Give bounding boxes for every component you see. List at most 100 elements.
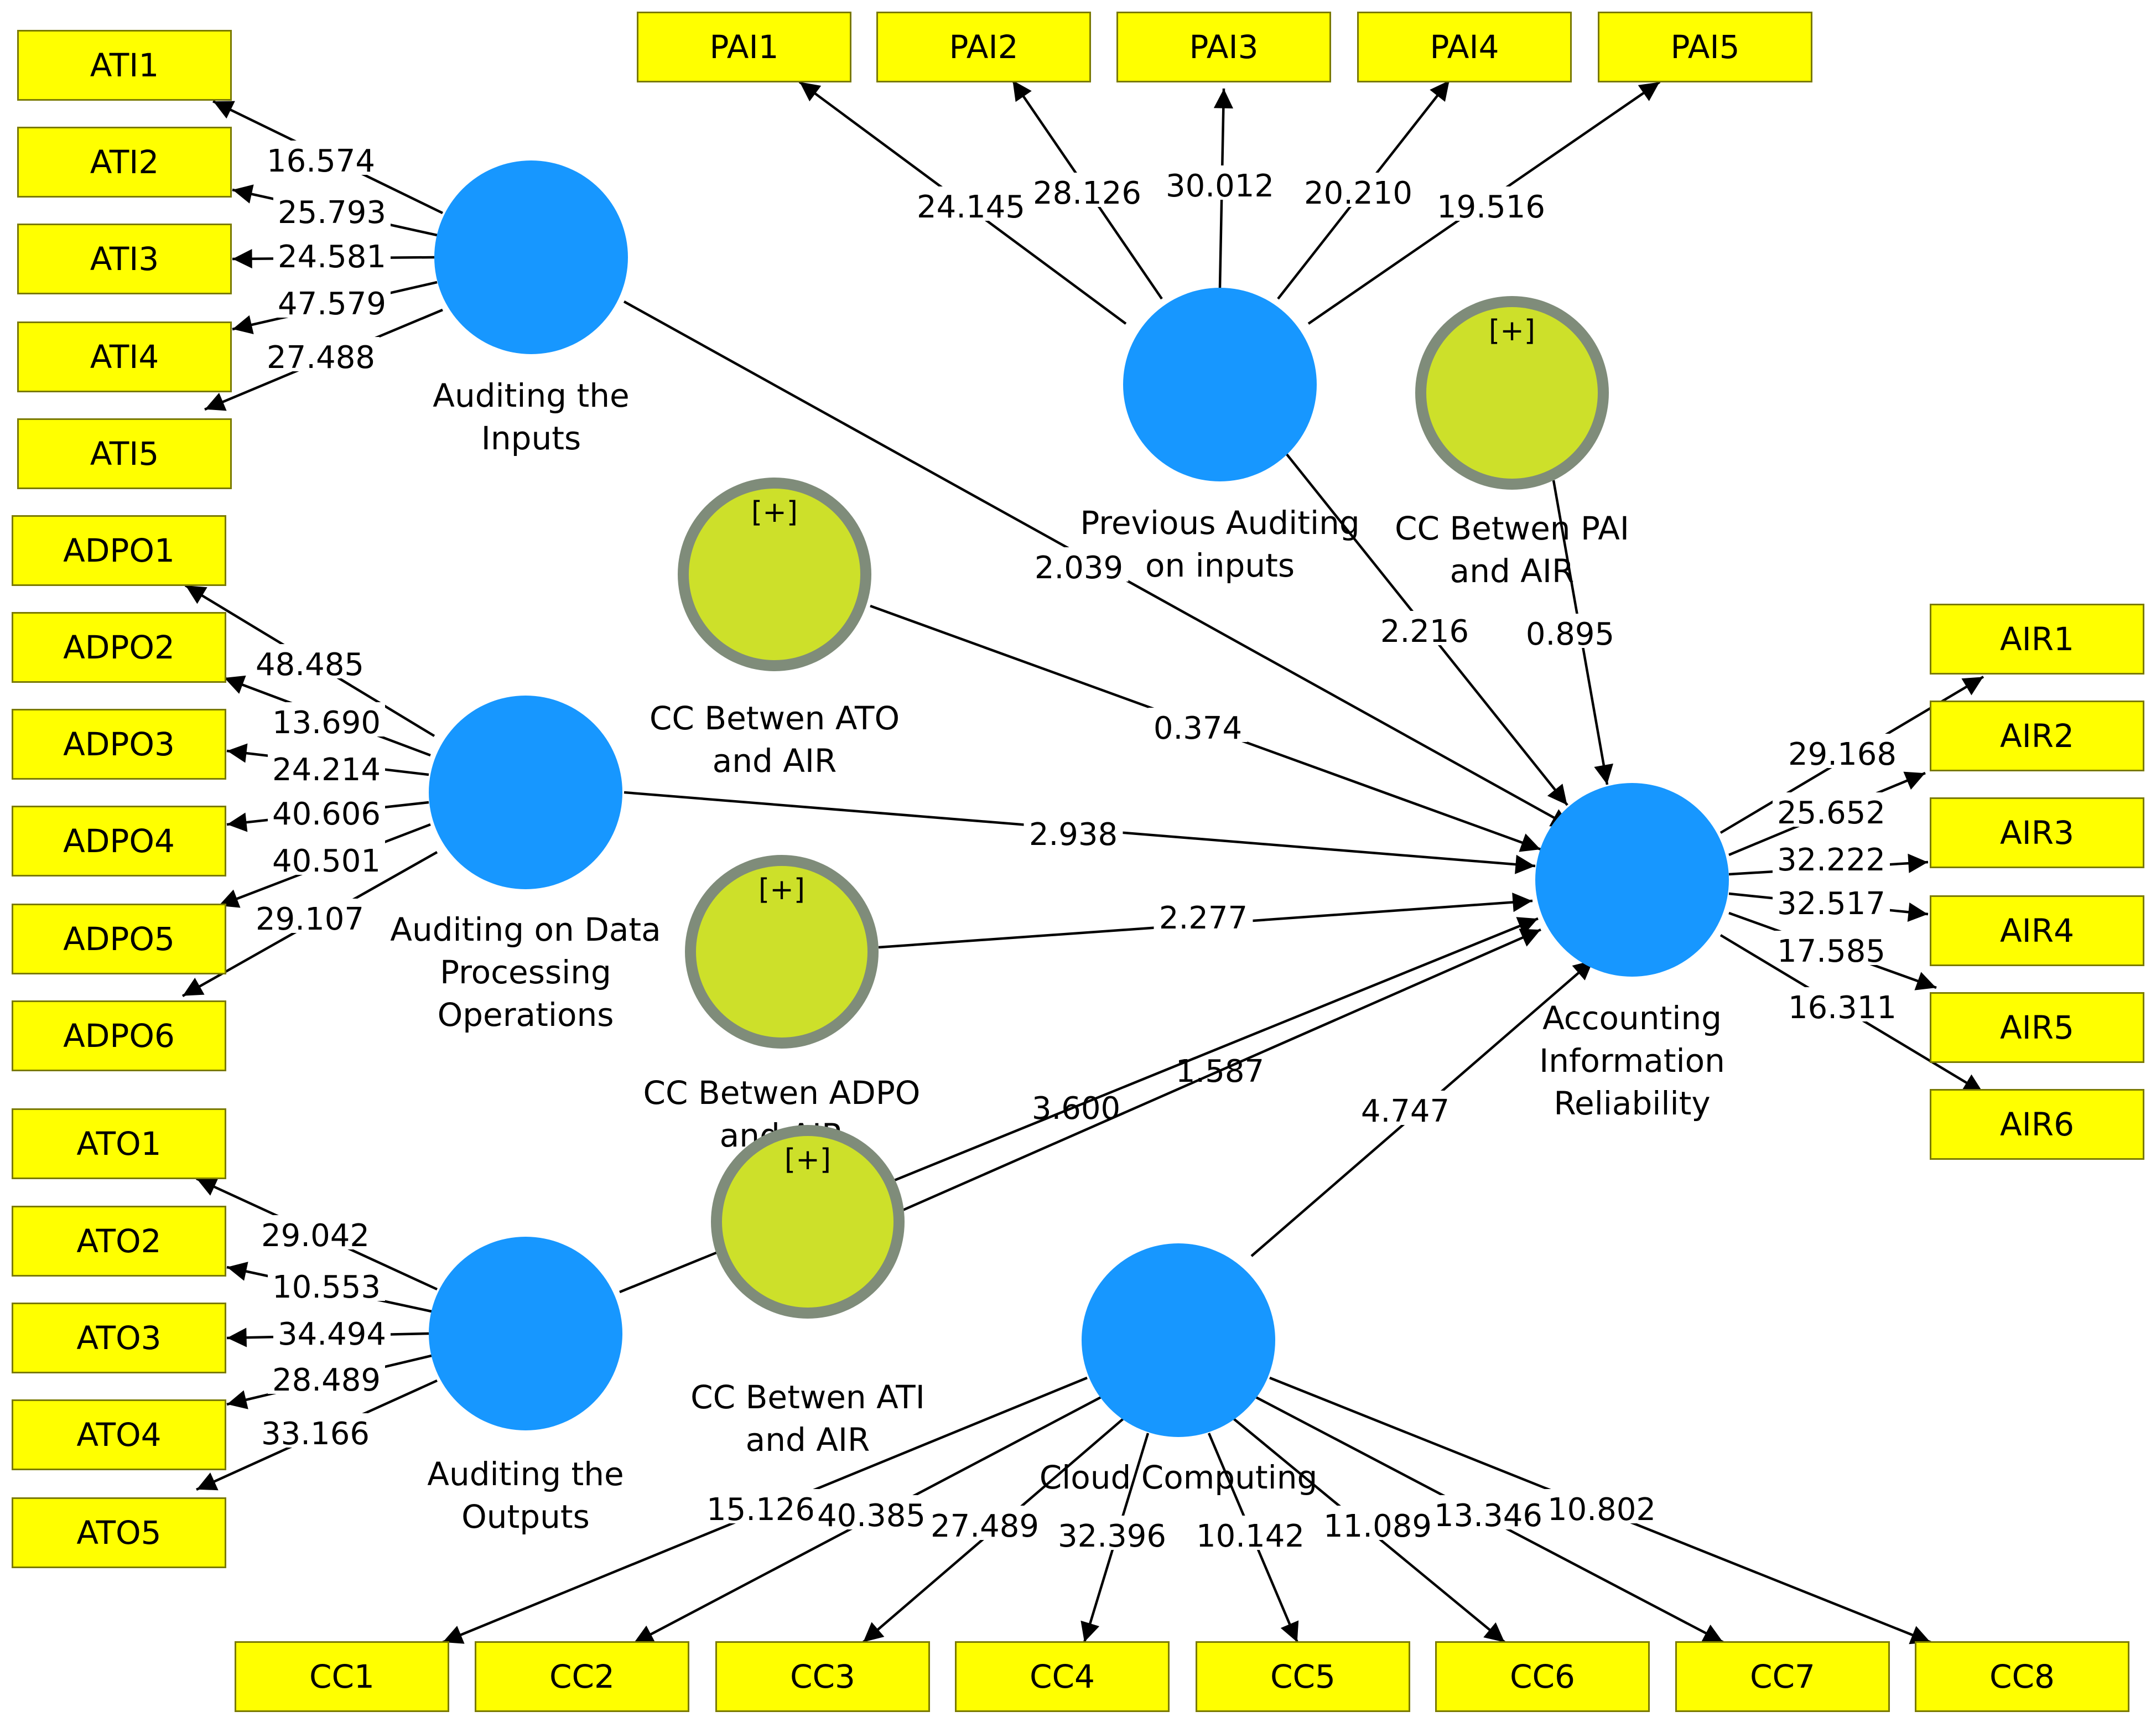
indicator-ati2[interactable]: ATI2	[17, 127, 232, 198]
indicator-air1[interactable]: AIR1	[1930, 604, 2144, 675]
indicator-box	[17, 321, 232, 392]
loading-value-adpo5-halo	[268, 841, 385, 875]
indicator-ato4[interactable]: ATO4	[12, 1399, 226, 1470]
indicator-ati1[interactable]: ATI1	[17, 30, 232, 101]
construct-ccadpo[interactable]: [+]CC Betwen ADPOand AIR	[643, 855, 921, 1154]
indicator-cc5[interactable]: CC5	[1196, 1641, 1410, 1712]
moderator-circle	[689, 489, 860, 660]
loading-value-cc5-halo	[1192, 1516, 1309, 1550]
indicator-air6[interactable]: AIR6	[1930, 1089, 2144, 1160]
expand-badge[interactable]: [+]	[785, 1143, 831, 1176]
indicator-cc6[interactable]: CC6	[1435, 1641, 1650, 1712]
indicator-ati4[interactable]: ATI4	[17, 321, 232, 392]
indicator-cc8[interactable]: CC8	[1915, 1641, 2129, 1712]
indicator-adpo5[interactable]: ADPO5	[12, 904, 226, 974]
indicator-ato2[interactable]: ATO2	[12, 1206, 226, 1277]
loading-value-cc4-halo	[1053, 1516, 1171, 1550]
indicator-adpo4[interactable]: ADPO4	[12, 806, 226, 876]
indicator-air5[interactable]: AIR5	[1930, 992, 2144, 1063]
path-coefficient-adpo-halo	[1024, 814, 1123, 848]
loading-value-cc2: 40.385	[817, 1498, 926, 1534]
loading-value-pai4: 20.210	[1304, 175, 1412, 211]
indicator-label: PAI1	[710, 28, 779, 66]
indicator-box	[12, 1303, 226, 1373]
expand-badge[interactable]: [+]	[751, 496, 798, 529]
indicator-ato5[interactable]: ATO5	[12, 1497, 226, 1568]
indicator-adpo1[interactable]: ADPO1	[12, 515, 226, 586]
loading-value-cc7-halo	[1430, 1495, 1547, 1529]
indicator-pai1[interactable]: PAI1	[637, 12, 851, 82]
loading-value-air6: 16.311	[1788, 990, 1897, 1026]
indicator-label: ADPO2	[63, 629, 175, 666]
indicator-label: CC5	[1270, 1658, 1336, 1695]
construct-label-line: Processing	[440, 953, 611, 991]
indicator-box	[1930, 604, 2144, 675]
construct-cc[interactable]: Cloud Computing	[1040, 1243, 1318, 1496]
indicator-label: PAI4	[1430, 28, 1499, 66]
expand-badge[interactable]: [+]	[759, 873, 805, 906]
loading-value-ati4: 47.579	[278, 286, 386, 322]
loading-value-ati1-halo	[262, 141, 380, 175]
indicator-cc7[interactable]: CC7	[1675, 1641, 1890, 1712]
indicator-air3[interactable]: AIR3	[1930, 797, 2144, 868]
path-coefficient-cc: 4.747	[1361, 1093, 1450, 1129]
loading-value-air5: 17.585	[1777, 933, 1885, 969]
indicator-box	[235, 1641, 449, 1712]
indicator-pai3[interactable]: PAI3	[1116, 12, 1331, 82]
indicator-label: AIR5	[2000, 1009, 2074, 1046]
indicator-ati3[interactable]: ATI3	[17, 224, 232, 294]
moderator-circle	[1426, 307, 1598, 479]
expand-badge[interactable]: [+]	[1489, 314, 1535, 347]
indicator-ato3[interactable]: ATO3	[12, 1303, 226, 1373]
construct-label-line: Auditing the	[433, 377, 629, 414]
indicator-box	[1930, 701, 2144, 771]
indicator-cc2[interactable]: CC2	[475, 1641, 689, 1712]
indicator-box	[12, 904, 226, 974]
indicator-box	[1598, 12, 1812, 82]
indicator-adpo2[interactable]: ADPO2	[12, 612, 226, 683]
indicator-box	[955, 1641, 1170, 1712]
indicator-ati5[interactable]: ATI5	[17, 418, 232, 489]
construct-label-line: Information	[1539, 1042, 1725, 1080]
indicator-box	[1675, 1641, 1890, 1712]
indicator-label: PAI3	[1189, 28, 1259, 66]
indicator-cc4[interactable]: CC4	[955, 1641, 1170, 1712]
loading-value-adpo1: 48.485	[256, 647, 364, 683]
indicator-pai2[interactable]: PAI2	[876, 12, 1091, 82]
indicator-adpo6[interactable]: ADPO6	[12, 1000, 226, 1071]
indicator-label: ATI3	[90, 240, 159, 278]
indicator-label: CC7	[1750, 1658, 1815, 1695]
indicator-box	[17, 224, 232, 294]
indicator-label: AIR2	[2000, 717, 2074, 755]
indicator-cc1[interactable]: CC1	[235, 1641, 449, 1712]
construct-label-line: Auditing the	[427, 1455, 624, 1493]
indicator-adpo3[interactable]: ADPO3	[12, 709, 226, 780]
loading-value-pai1-halo	[912, 186, 1030, 221]
loading-value-pai5-halo	[1432, 186, 1550, 221]
indicator-ato1[interactable]: ATO1	[12, 1108, 226, 1179]
indicator-label: ATI4	[90, 338, 159, 376]
indicator-air2[interactable]: AIR2	[1930, 701, 2144, 771]
indicator-air4[interactable]: AIR4	[1930, 895, 2144, 966]
indicator-pai5[interactable]: PAI5	[1598, 12, 1812, 82]
indicator-label: AIR1	[2000, 620, 2074, 658]
construct-label-line: Outputs	[461, 1498, 590, 1536]
path-coefficient-ccadpo: 2.277	[1159, 900, 1248, 936]
loading-value-pai3: 30.012	[1166, 168, 1274, 204]
indicator-label: ADPO1	[63, 532, 175, 569]
indicator-label: CC6	[1510, 1658, 1575, 1695]
indicator-box	[17, 30, 232, 101]
indicator-cc3[interactable]: CC3	[715, 1641, 930, 1712]
indicator-label: AIR3	[2000, 814, 2074, 852]
indicator-box	[1357, 12, 1572, 82]
latent-circle	[1123, 288, 1317, 481]
indicator-pai4[interactable]: PAI4	[1357, 12, 1572, 82]
